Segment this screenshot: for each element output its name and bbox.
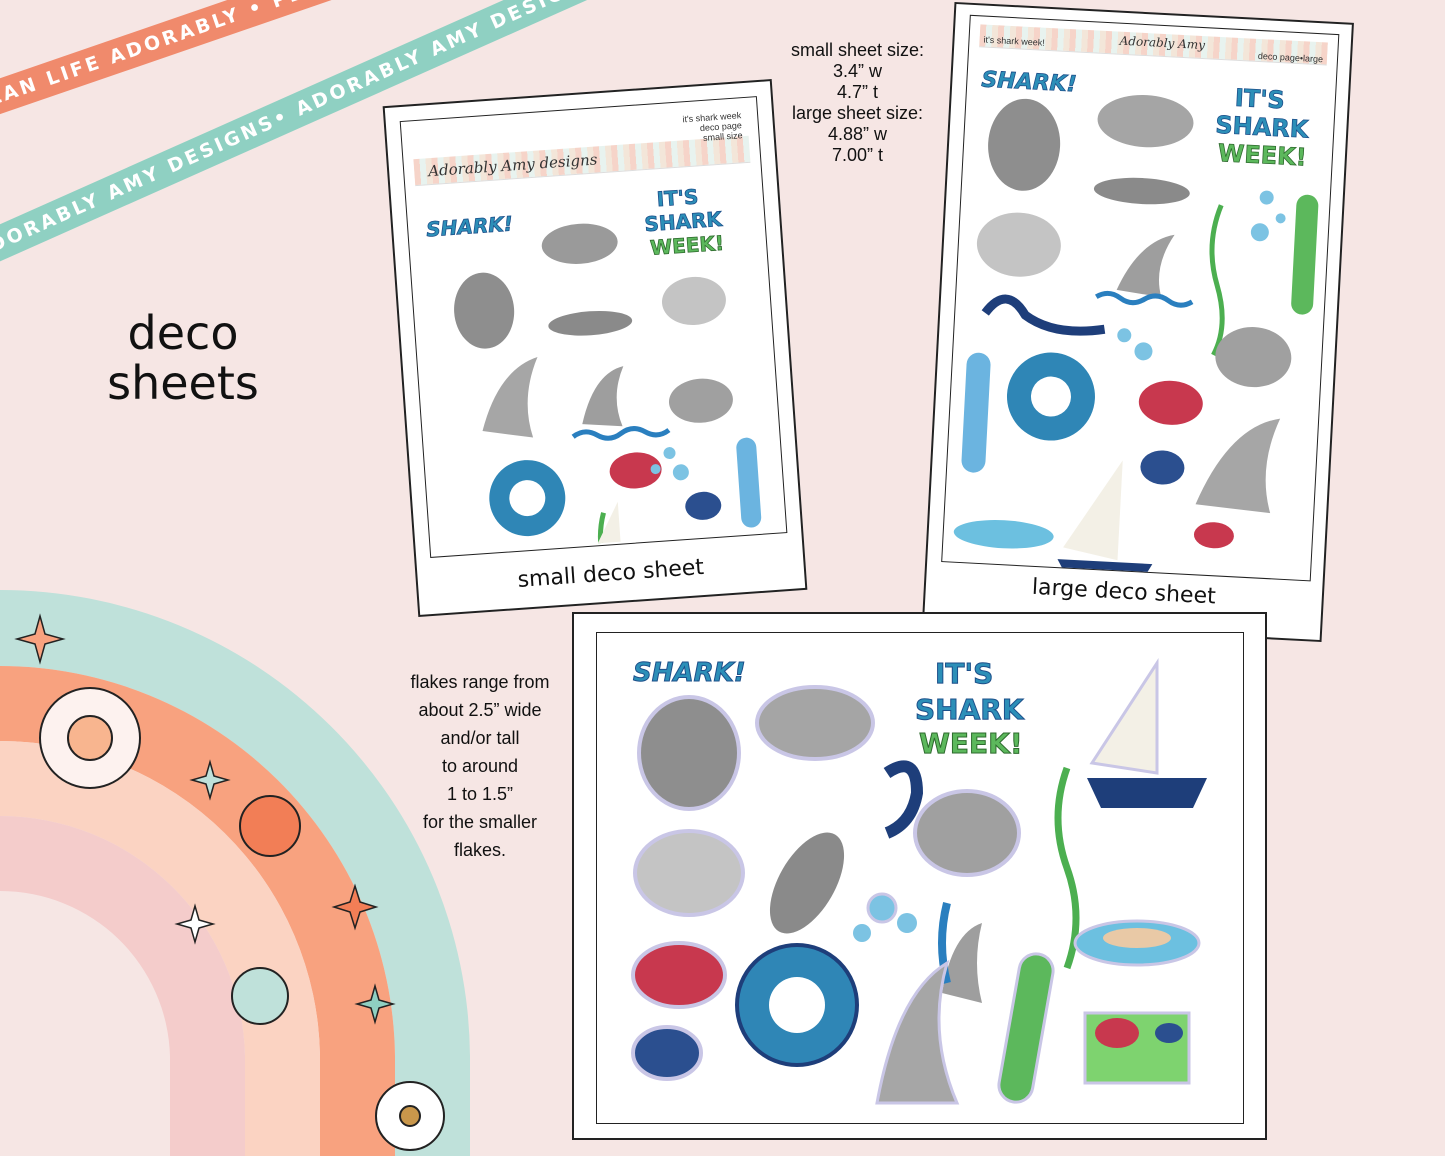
svg-text:IT'S: IT'S	[935, 657, 993, 690]
flake-note-line7: flakes.	[453, 840, 507, 860]
svg-text:SHARK: SHARK	[644, 207, 725, 236]
small-sheet-frame: it's shark week deco page small size Ado…	[382, 79, 808, 617]
small-shark-logo: SHARK!	[425, 211, 513, 241]
large-sheet: it's shark week! deco page•large Adorabl…	[941, 14, 1340, 582]
large-red-fish	[1138, 380, 1203, 425]
flake-fin-waves	[942, 923, 982, 1003]
large-red-fish-2	[1193, 522, 1234, 549]
small-shark-3	[548, 310, 633, 336]
small-size-height: 4.7” t	[836, 82, 879, 102]
flake-shark-5	[769, 832, 845, 934]
sheet-size-info: small sheet size: 3.4” w 4.7” t large sh…	[770, 40, 945, 166]
svg-text:WEEK!: WEEK!	[649, 231, 725, 260]
flake-shark-1	[637, 695, 741, 811]
sparkle-icon-5	[354, 983, 396, 1025]
large-fin-waves	[1116, 234, 1175, 298]
flake-wave-hook	[883, 760, 924, 839]
flake-blue-fish	[631, 1025, 703, 1081]
large-shark-4	[976, 212, 1061, 277]
flake-surfboard	[997, 952, 1055, 1104]
white-flower-icon	[375, 1081, 445, 1151]
small-shark-1	[541, 223, 618, 264]
small-size-label: small sheet size:	[790, 40, 925, 60]
small-fin-waves	[582, 366, 624, 427]
small-sailboat	[582, 501, 624, 555]
flake-size-note: flakes range from about 2.5” wide and/or…	[385, 668, 575, 864]
orange-flower-icon	[239, 795, 301, 857]
page-heading: deco sheets	[98, 308, 268, 408]
large-its-shark-week-logo: IT'S SHARK WEEK!	[1214, 83, 1311, 172]
svg-text:SHARK: SHARK	[915, 693, 1025, 726]
large-shark-logo: SHARK!	[981, 67, 1077, 97]
large-surfboard-green	[1291, 194, 1319, 315]
large-bubbles	[1259, 190, 1274, 205]
flake-its-shark-week-logo: IT'S SHARK WEEK!	[915, 657, 1026, 761]
sparkle-icon-1	[14, 613, 66, 665]
large-size-height: 7.00” t	[831, 145, 884, 165]
flakes-stickers: SHARK! IT'S SHARK WEEK!	[631, 657, 1207, 1105]
large-shark-3	[1093, 177, 1190, 205]
small-sheet-title: it's shark week deco page small size	[682, 110, 743, 144]
small-bubbles	[663, 447, 676, 460]
flake-note-line5: 1 to 1.5”	[446, 784, 514, 804]
large-size-label: large sheet size:	[791, 103, 924, 123]
flake-shark-logo: SHARK!	[633, 658, 746, 688]
small-shark-4	[661, 276, 726, 326]
large-wave	[981, 294, 1106, 336]
large-island	[953, 520, 1054, 549]
flake-sailboat	[1089, 657, 1159, 775]
large-blue-fish	[1140, 450, 1185, 485]
large-size-width: 4.88” w	[827, 124, 888, 144]
smiley-flower-icon	[39, 687, 141, 789]
flake-note-line1: flakes range from	[410, 672, 550, 692]
large-shark-1	[988, 98, 1061, 191]
flake-red-fish	[631, 941, 727, 1009]
svg-text:WEEK!: WEEK!	[1217, 139, 1307, 172]
flake-note-line6: for the smaller	[422, 812, 538, 832]
large-bubbles-2	[1117, 328, 1132, 343]
small-sheet: it's shark week deco page small size Ado…	[399, 96, 788, 559]
heading-line2: sheets	[107, 356, 259, 410]
sparkle-icon-3	[174, 903, 216, 945]
small-sheet-stickers: SHARK! IT'S SHARK WEEK!	[425, 184, 762, 555]
large-sheet-stickers: SHARK! IT'S SHARK WEEK!	[953, 67, 1319, 581]
svg-text:SHARK: SHARK	[1215, 111, 1311, 144]
flakes-frame: SHARK! IT'S SHARK WEEK!	[572, 612, 1267, 1140]
large-shark-fin	[1195, 418, 1281, 514]
small-shark-5	[668, 378, 733, 423]
large-sailboat	[1063, 460, 1123, 561]
small-surfboard	[736, 437, 762, 528]
sparkle-icon-2	[189, 759, 231, 801]
flakes-sheet: SHARK! IT'S SHARK WEEK!	[596, 632, 1244, 1124]
flake-note-line4: to around	[441, 756, 519, 776]
sparkle-icon-4	[331, 883, 379, 931]
flake-note-line3: and/or tall	[440, 728, 520, 748]
heading-line1: deco	[127, 306, 239, 360]
small-size-width: 3.4” w	[832, 61, 883, 81]
teal-flower-icon	[231, 967, 289, 1025]
large-surfboard-blue	[961, 352, 991, 473]
large-shark-2	[1097, 95, 1194, 148]
flake-seaweed	[1054, 766, 1080, 970]
small-shark-2	[454, 272, 515, 349]
small-waves	[571, 426, 671, 441]
rainbow-decoration	[0, 590, 470, 1156]
flake-shark-2	[755, 685, 875, 761]
flake-shark-3	[913, 789, 1021, 877]
svg-text:IT'S: IT'S	[656, 184, 699, 211]
small-its-shark-week-logo: IT'S SHARK WEEK!	[643, 184, 725, 260]
small-blue-fish	[685, 491, 722, 520]
svg-text:IT'S: IT'S	[1234, 84, 1285, 115]
flake-bubbles	[866, 892, 898, 924]
svg-text:WEEK!: WEEK!	[919, 727, 1023, 760]
large-seaweed	[1209, 204, 1225, 357]
large-shark-5	[1215, 327, 1292, 388]
flake-shark-4	[633, 829, 745, 917]
small-red-fish	[609, 452, 662, 489]
small-shark-fin	[482, 357, 538, 438]
flake-shark-fin	[875, 959, 960, 1105]
large-sheet-frame: it's shark week! deco page•large Adorabl…	[922, 1, 1354, 643]
flake-note-line2: about 2.5” wide	[418, 700, 542, 720]
